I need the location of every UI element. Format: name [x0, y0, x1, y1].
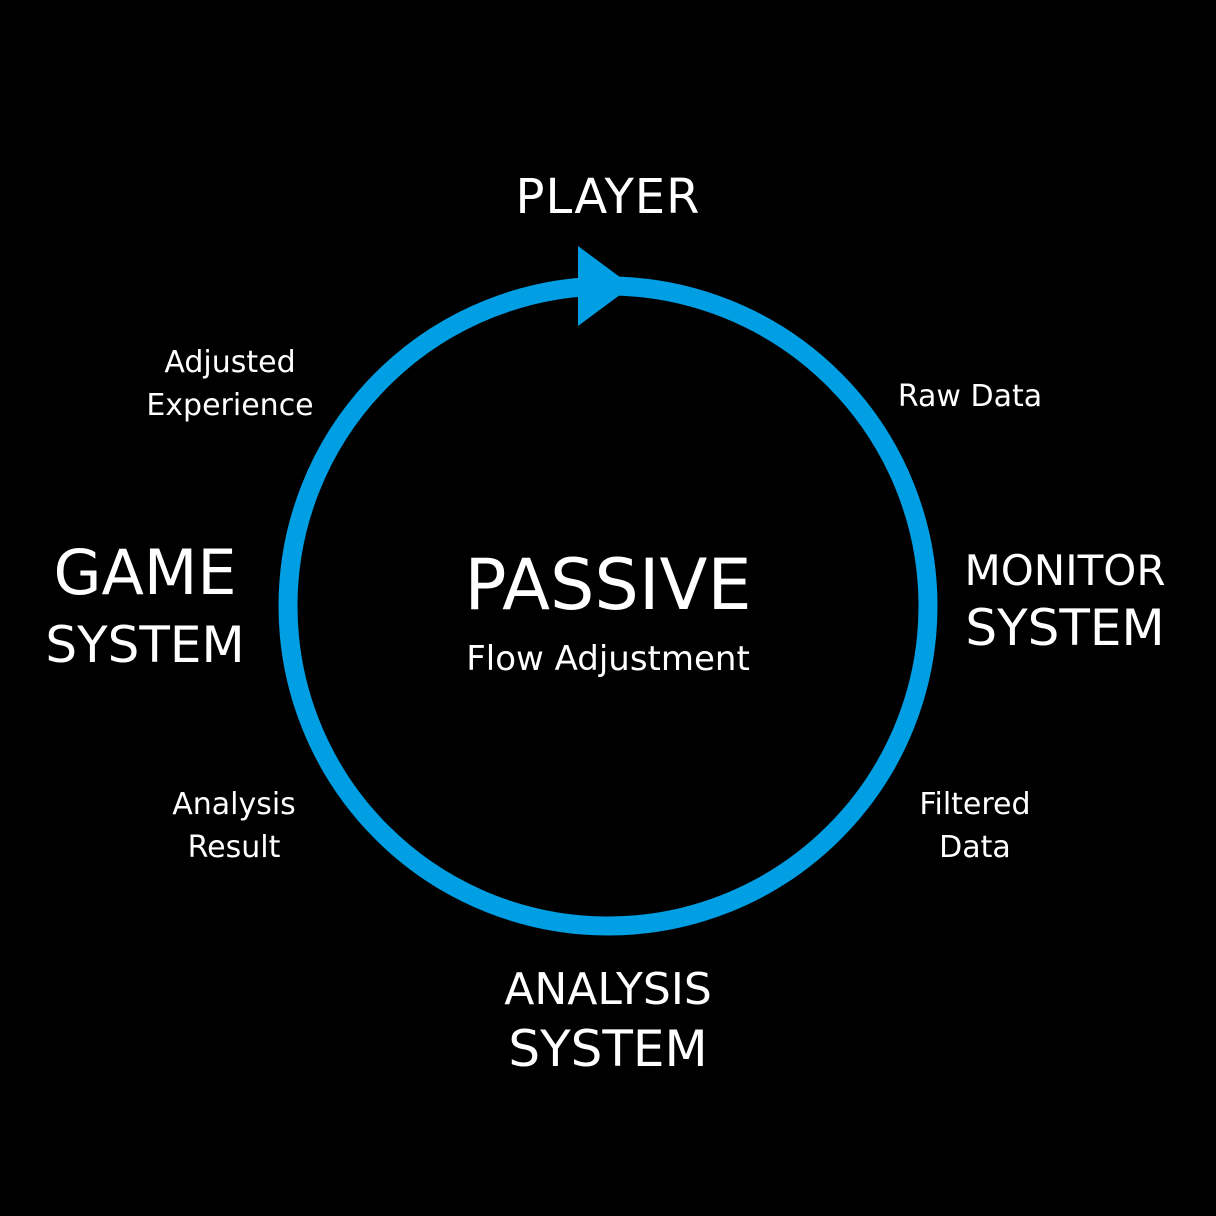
node-monitor-line1: MONITOR — [964, 546, 1166, 595]
node-game-system: GAME SYSTEM — [15, 532, 275, 676]
node-monitor-system: MONITOR SYSTEM — [940, 545, 1190, 659]
node-analysis-line2: SYSTEM — [508, 1020, 708, 1078]
edge-adjusted-line2: Experience — [146, 388, 314, 423]
node-player: PLAYER — [515, 169, 701, 225]
node-game-line2: SYSTEM — [45, 616, 245, 674]
edge-filtered-data: Filtered Data — [875, 783, 1075, 869]
node-monitor-line2: SYSTEM — [965, 599, 1165, 657]
center-title: PASSIVE — [464, 544, 752, 626]
edge-filtered-line1: Filtered — [919, 787, 1031, 822]
edge-adjusted-experience: Adjusted Experience — [130, 341, 330, 427]
node-game-line1: GAME — [53, 536, 237, 609]
arrowhead-icon — [578, 246, 632, 326]
edge-adjusted-line1: Adjusted — [164, 345, 296, 380]
node-analysis-system: ANALYSIS SYSTEM — [458, 963, 758, 1081]
edge-raw-data: Raw Data — [897, 379, 1043, 414]
edge-analysis-result: Analysis Result — [134, 783, 334, 869]
edge-result-line2: Result — [187, 830, 281, 865]
node-analysis-line1: ANALYSIS — [504, 964, 712, 1015]
edge-filtered-line2: Data — [939, 830, 1011, 865]
center-subtitle: Flow Adjustment — [466, 639, 750, 679]
edge-result-line1: Analysis — [172, 787, 296, 822]
